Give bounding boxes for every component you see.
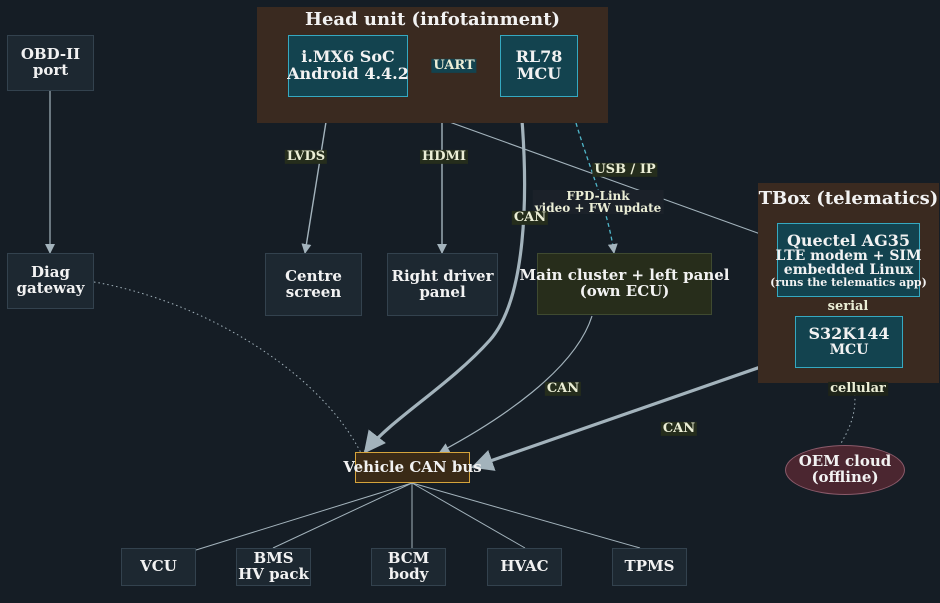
imx6-soc-node[interactable]: i.MX6 SoC Android 4.4.2 — [287, 35, 409, 97]
fpd-link-line-1: FPD-Link — [566, 189, 630, 203]
edge-s32k-to-can-bus — [471, 353, 796, 471]
quectel-modem-line-4: (runs the telematics app) — [770, 275, 927, 289]
hdmi-label: HDMI — [419, 148, 469, 165]
s32k144-mcu-line-1: S32K144 — [808, 324, 890, 344]
rl78-mcu-line-1: RL78 — [515, 47, 563, 67]
edge-bus-to-tpms — [411, 482, 641, 549]
fpd-link-line-2: video + FW update — [534, 201, 662, 215]
tpms-label: TPMS — [624, 557, 675, 576]
quectel-modem-line-3: embedded Linux — [783, 261, 914, 278]
main-cluster-line-2: (own ECU) — [579, 282, 670, 300]
rl78-mcu-node[interactable]: RL78 MCU — [500, 35, 578, 97]
imx6-soc-line-1: i.MX6 SoC — [301, 47, 395, 67]
edge-rl78-to-cluster-fpd — [575, 122, 618, 254]
vcu-label: VCU — [140, 557, 177, 576]
right-driver-panel-line-1: Right driver — [391, 266, 494, 285]
bms-line-1: BMS — [253, 549, 294, 568]
obd-port-node[interactable]: OBD-II port — [7, 35, 94, 91]
quectel-modem-line-2: LTE modem + SIM — [775, 247, 922, 264]
centre-screen-line-1: Centre — [285, 266, 342, 285]
bms-node[interactable]: BMS HV pack — [236, 548, 311, 586]
cellular-label: cellular — [828, 380, 888, 397]
edge-bus-to-hvac — [411, 482, 526, 549]
fpd-link-label: FPD-Link video + FW update — [532, 189, 664, 215]
quectel-modem-line-1: Quectel AG35 — [786, 230, 911, 250]
bms-line-2: HV pack — [238, 565, 309, 583]
edge-cluster-to-can-bus — [439, 315, 593, 453]
bcm-node[interactable]: BCM body — [371, 548, 446, 586]
s32k144-mcu-line-2: MCU — [829, 342, 869, 359]
edge-bus-to-vcu — [195, 482, 413, 551]
tbox-title: TBox (telematics) — [758, 188, 939, 209]
rl78-mcu-line-2: MCU — [516, 64, 562, 83]
hvac-label: HVAC — [500, 557, 549, 576]
centre-screen-line-2: screen — [285, 282, 342, 301]
edge-imx6-to-centre-lvds — [301, 96, 331, 254]
edge-rl78-to-can-bus — [363, 96, 527, 454]
centre-screen-node[interactable]: Centre screen — [265, 253, 362, 316]
serial-label: serial — [825, 298, 871, 315]
obd-port-line-2: port — [32, 61, 69, 79]
edge-bus-to-bms — [272, 482, 413, 549]
can-s32k-label: CAN — [660, 420, 698, 437]
vehicle-can-bus-label: Vehicle CAN bus — [343, 457, 482, 476]
bcm-line-1: BCM — [387, 549, 430, 568]
obd-port-line-1: OBD-II — [20, 45, 81, 64]
s32k144-mcu-node[interactable]: S32K144 MCU — [795, 316, 903, 368]
uart-label: UART — [431, 57, 477, 74]
can-cluster-label: CAN — [544, 380, 582, 397]
tpms-node[interactable]: TPMS — [612, 548, 687, 586]
vehicle-can-bus-node[interactable]: Vehicle CAN bus — [343, 452, 482, 483]
diag-gateway-node[interactable]: Diag gateway — [7, 253, 94, 309]
head-unit-title: Head unit (infotainment) — [304, 9, 561, 30]
usb-ip-label: USB / IP — [592, 161, 658, 178]
quectel-modem-node[interactable]: Quectel AG35 LTE modem + SIM embedded Li… — [770, 223, 927, 297]
lvds-label: LVDS — [284, 148, 328, 165]
bcm-line-2: body — [388, 565, 429, 583]
hvac-node[interactable]: HVAC — [487, 548, 562, 586]
vcu-node[interactable]: VCU — [121, 548, 196, 586]
right-driver-panel-line-2: panel — [419, 282, 466, 301]
imx6-soc-line-2: Android 4.4.2 — [287, 64, 409, 83]
diag-gateway-line-2: gateway — [16, 279, 85, 297]
can-rl78-label: CAN — [511, 209, 549, 226]
diag-gateway-line-1: Diag — [31, 263, 70, 282]
oem-cloud-line-2: (offline) — [811, 468, 879, 486]
right-driver-panel-node[interactable]: Right driver panel — [387, 253, 498, 316]
main-cluster-line-1: Main cluster + left panel — [519, 266, 730, 285]
oem-cloud-node[interactable]: OEM cloud (offline) — [785, 445, 905, 495]
main-cluster-node[interactable]: Main cluster + left panel (own ECU) — [520, 253, 729, 315]
oem-cloud-line-1: OEM cloud — [798, 452, 892, 471]
